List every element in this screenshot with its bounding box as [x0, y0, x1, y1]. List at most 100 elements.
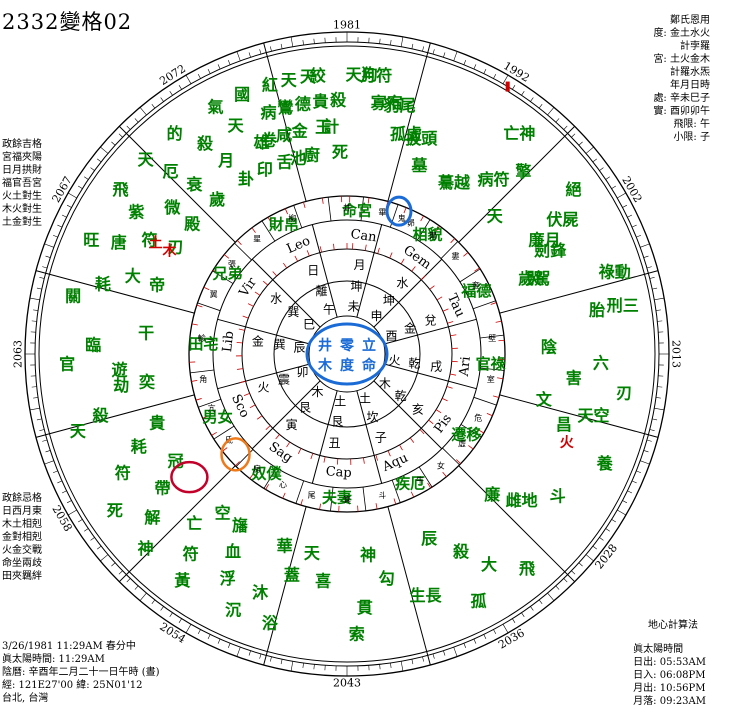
degree-tick	[217, 64, 221, 70]
info-line: 宮: 土火金木	[653, 54, 710, 65]
red-tick	[286, 441, 291, 448]
degree-tick	[178, 85, 182, 90]
degree-tick	[169, 91, 173, 96]
red-tick	[450, 238, 456, 244]
mansion-divider	[212, 270, 234, 284]
mansion-label: 柳	[288, 213, 296, 223]
info-line: 度: 金土水火	[653, 28, 710, 39]
branch-star: 亥	[412, 402, 424, 416]
degree-tick	[44, 243, 54, 248]
degree-tick	[36, 287, 42, 290]
mansion-divider	[261, 220, 276, 242]
info-line: 處: 辛未巳子	[653, 93, 710, 104]
info-line: 金對相剋	[2, 532, 42, 543]
branch-name: 木	[379, 377, 391, 391]
red-tick	[251, 227, 256, 233]
star-name: 天	[487, 207, 504, 226]
degree-tick	[617, 192, 627, 199]
degree-tick	[151, 599, 156, 604]
star-name: 哭	[525, 269, 543, 288]
red-tick	[212, 269, 219, 274]
degree-tick	[538, 599, 543, 604]
degree-tick	[259, 653, 262, 659]
star-name: 養	[596, 454, 613, 473]
degree-tick	[61, 490, 67, 494]
red-tick	[275, 434, 280, 440]
red-tick	[191, 380, 198, 382]
palace-label: 疾厄	[395, 474, 425, 492]
star-name: 殺	[196, 134, 214, 153]
degree-tick	[52, 470, 58, 474]
degree-tick	[611, 185, 616, 189]
inner-house-divider	[373, 380, 443, 450]
degree-tick	[652, 287, 658, 290]
branch-star: 月	[354, 258, 366, 272]
mansion-divider	[480, 367, 505, 371]
degree-tick	[640, 460, 650, 465]
star-name: 神	[360, 545, 376, 564]
degree-tick	[390, 662, 392, 668]
star-name: 索	[349, 624, 365, 643]
star-name: 咸	[276, 125, 292, 144]
red-tick	[249, 404, 256, 409]
info-line: 飛限: 午	[673, 119, 710, 130]
mansion-label: 角	[199, 374, 207, 384]
branch-name: 卯	[296, 365, 308, 379]
degree-tick	[118, 570, 123, 575]
inner-house-divider	[251, 258, 321, 328]
info-line: 小限: 子	[673, 132, 710, 143]
red-star-mark: 火	[560, 435, 575, 451]
star-name: 紫	[128, 202, 144, 221]
red-tick	[242, 315, 249, 319]
star-name: 殺	[92, 406, 110, 425]
star-name: 耗	[95, 274, 111, 293]
zodiac-sign-label: Aqu	[380, 451, 411, 476]
mansion-divider	[293, 205, 303, 228]
star-name: 亡	[186, 514, 202, 533]
degree-tick	[280, 43, 283, 49]
degree-tick	[422, 46, 424, 52]
info-good-patterns: 政餘吉格宮福夾陽日月拱財福官吾宮火土對生木火對生土金對生	[2, 138, 42, 229]
red-tick	[319, 246, 322, 253]
degree-tick	[655, 309, 661, 311]
red-tick	[483, 284, 490, 288]
star-name: 帝	[149, 275, 165, 294]
star-name: 解	[144, 508, 160, 527]
degree-tick	[100, 554, 109, 562]
degree-tick	[473, 638, 477, 644]
palace-label: 田宅	[188, 335, 218, 353]
degree-tick	[631, 480, 637, 484]
star-name: 孤	[470, 592, 486, 611]
degree-tick	[411, 659, 414, 665]
info-line: 日入: 06:08PM	[633, 670, 706, 681]
mansion-label: 亢	[208, 403, 216, 413]
wheel-spokes	[35, 42, 659, 666]
inner-house-divider	[217, 363, 311, 390]
branch-name: 申	[371, 309, 383, 323]
red-tick	[267, 216, 272, 223]
red-tick	[400, 258, 405, 265]
degree-tick	[29, 297, 40, 301]
inner-house-divider	[356, 390, 383, 484]
red-tick	[211, 431, 217, 436]
star-name: 死	[107, 501, 123, 520]
degree-tick	[640, 243, 650, 248]
degree-tick	[207, 634, 211, 640]
branch-trigram: 乾	[408, 356, 420, 370]
star-name: 符	[142, 231, 158, 250]
info-line: 月出: 10:56PM	[633, 683, 706, 694]
red-tick	[478, 429, 485, 434]
red-tick	[442, 471, 447, 478]
star-name: 大	[481, 555, 497, 574]
degree-tick	[185, 74, 192, 84]
degree-tick	[555, 118, 560, 123]
degree-tick	[649, 429, 655, 431]
year-marker	[505, 81, 510, 92]
palace-label: 福德	[460, 282, 491, 300]
star-name: 符	[115, 464, 131, 483]
degree-tick	[33, 397, 39, 399]
branch-name: 土	[334, 395, 346, 409]
degree-tick	[160, 606, 164, 611]
outer-house-divider	[263, 506, 307, 666]
degree-tick	[248, 650, 251, 656]
